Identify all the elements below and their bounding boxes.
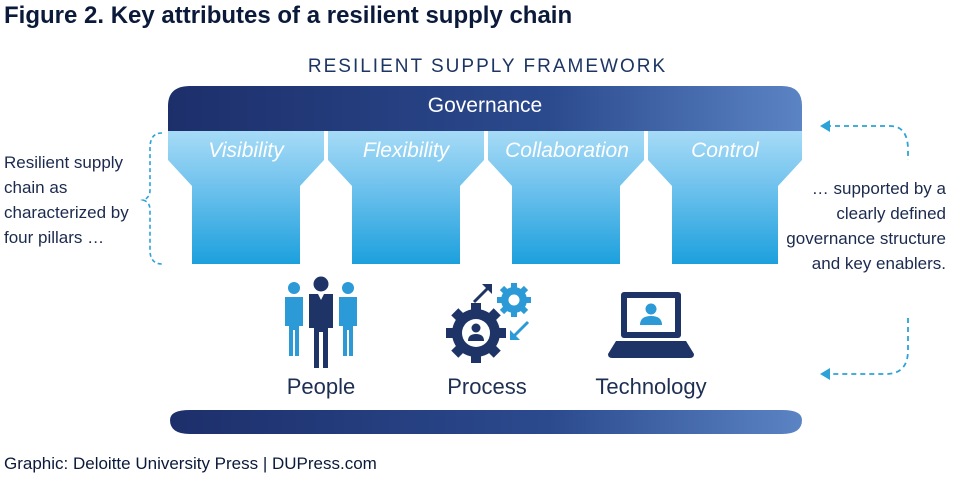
pillar-flexibility xyxy=(328,131,484,264)
enabler-label-people: People xyxy=(286,374,356,399)
base-bar xyxy=(170,410,802,434)
bottom-arrowhead xyxy=(820,368,830,380)
pillar-label-flexibility: Flexibility xyxy=(362,139,450,162)
governance-label: Governance xyxy=(427,94,543,117)
pillar-label-collaboration: Collaboration xyxy=(505,139,629,162)
pillar-label-visibility: Visibility xyxy=(208,139,284,162)
framework-title: RESILIENT SUPPLY FRAMEWORK xyxy=(307,56,668,77)
enabler-label-technology: Technology xyxy=(595,374,707,399)
bottom-dashed-arrow xyxy=(826,318,909,375)
left-description: Resilient supply chain as characterized … xyxy=(4,153,129,247)
pillars xyxy=(168,131,802,264)
governance-bar xyxy=(168,86,802,131)
source-credit: Graphic: Deloitte University Press | DUP… xyxy=(4,454,377,473)
figure-title: Figure 2. Key attributes of a resilient … xyxy=(4,2,573,29)
pillar-label-control: Control xyxy=(691,139,759,162)
people-icon xyxy=(285,276,357,368)
pillar-visibility xyxy=(168,131,324,264)
left-brace xyxy=(140,132,163,265)
top-arrowhead xyxy=(820,120,830,132)
right-description: … supported by a clearly defined governa… xyxy=(786,179,946,273)
enabler-label-process: Process xyxy=(447,374,527,399)
laptop-icon xyxy=(608,292,694,358)
gears-icon xyxy=(446,283,531,363)
pillar-control xyxy=(648,131,802,264)
pillar-collaboration xyxy=(488,131,644,264)
top-dashed-arrow xyxy=(826,125,909,160)
